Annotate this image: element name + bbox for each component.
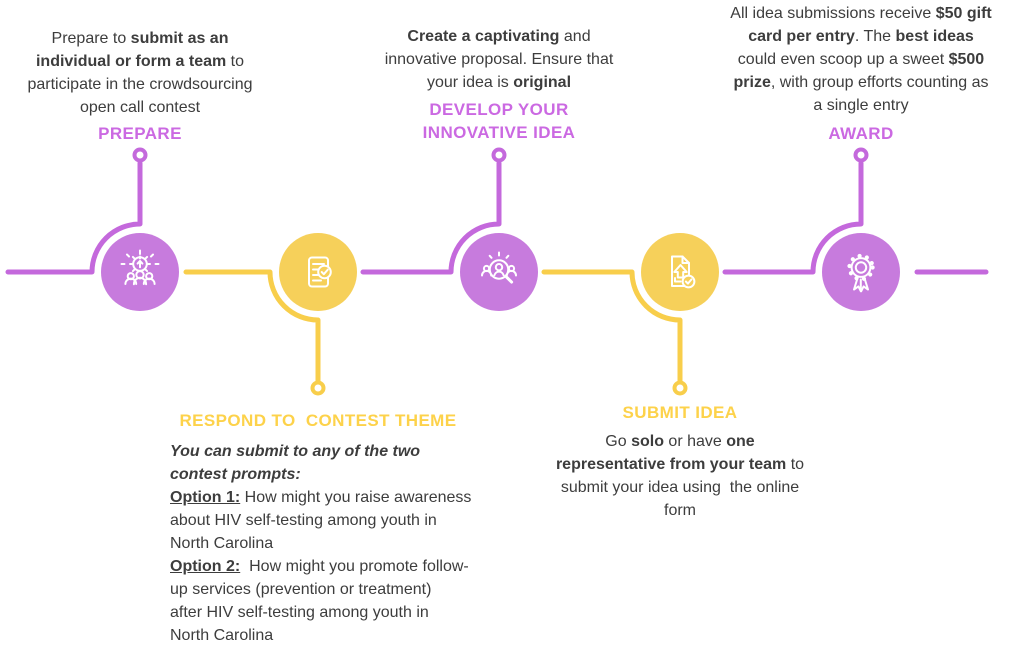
station-circle-award (822, 233, 900, 311)
connector-award (722, 160, 864, 275)
node-dot-develop (491, 147, 507, 163)
connector-prepare (5, 160, 143, 275)
step-description-award: All idea submissions receive $50 gift ca… (730, 5, 992, 114)
step-label-develop: DEVELOP YOUR INNOVATIVE IDEA (422, 100, 576, 142)
station-circle-submit (641, 233, 719, 311)
node-dot-award (853, 147, 869, 163)
checklist-document-icon (308, 256, 332, 288)
connector-submit (541, 269, 683, 384)
station-circle-develop (460, 233, 538, 311)
upload-document-icon (671, 255, 696, 289)
node-dot-respond (310, 380, 326, 396)
node-dot-submit (672, 380, 688, 396)
step-label-award: AWARD (828, 124, 894, 143)
step-description-develop: Create a captivating and innovative prop… (384, 28, 614, 91)
step-label-respond: RESPOND TO CONTEST THEME (179, 411, 457, 430)
search-person-icon (481, 251, 517, 284)
step-label-prepare: PREPARE (98, 124, 182, 143)
team-idea-gear-icon (120, 249, 160, 286)
step-label-submit: SUBMIT IDEA (622, 403, 738, 422)
step-description-prepare: Prepare to submit as an individual or fo… (27, 30, 253, 116)
station-circle-respond (279, 233, 357, 311)
station-circle-prepare (101, 233, 179, 311)
step-description-respond: You can submit to any of the two contest… (170, 443, 472, 644)
award-ribbon-icon (847, 253, 875, 293)
connector-develop (360, 160, 502, 275)
connector-respond (183, 269, 321, 384)
step-description-submit: Go solo or have one representative from … (555, 433, 805, 519)
node-dot-prepare (132, 147, 148, 163)
